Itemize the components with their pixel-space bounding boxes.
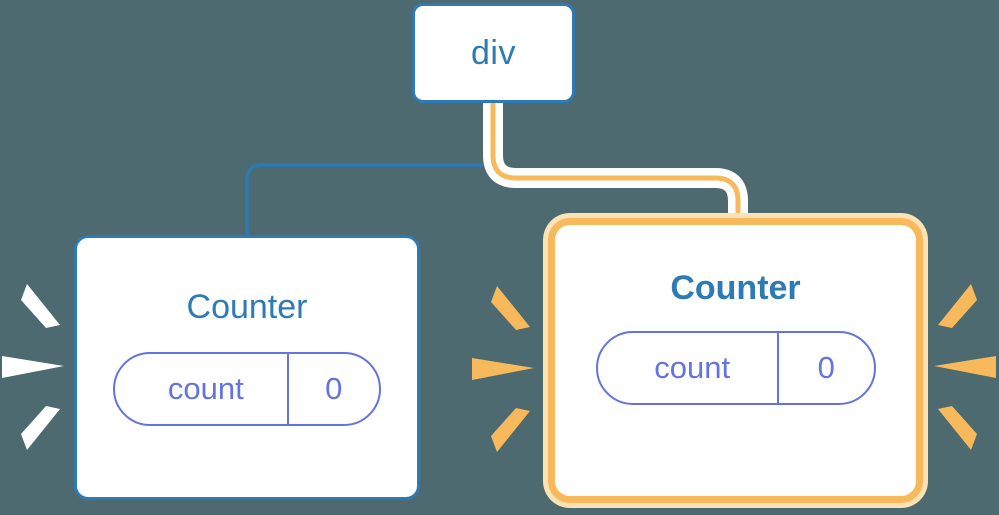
sparkle-ray-middle bbox=[934, 356, 996, 378]
sparkle-ray-middle bbox=[2, 356, 64, 378]
node-counter-left-title: Counter bbox=[186, 288, 308, 326]
state-value-right: 0 bbox=[776, 333, 874, 403]
node-div[interactable]: div bbox=[412, 3, 575, 103]
state-key-right: count bbox=[654, 350, 731, 385]
node-div-label: div bbox=[471, 34, 516, 72]
sparkle-ray-lower bbox=[938, 406, 977, 450]
connector-div-to-counter-right bbox=[490, 103, 741, 228]
state-pill-left: count 0 bbox=[113, 352, 381, 426]
sparkle-ray-lower bbox=[21, 406, 60, 450]
sparkle-ray-upper bbox=[491, 286, 530, 330]
sparkle-ray-lower bbox=[491, 408, 530, 452]
sparkle-ray-middle bbox=[472, 358, 534, 380]
sparkle-ray-upper bbox=[938, 284, 977, 328]
connector-div-to-counter-right-halo bbox=[483, 103, 748, 228]
burst-right-orange bbox=[932, 278, 996, 458]
sparkle-ray-upper bbox=[21, 284, 60, 328]
state-value-left: 0 bbox=[286, 354, 379, 424]
burst-left-white bbox=[2, 278, 66, 458]
state-key-left: count bbox=[167, 371, 244, 406]
connector-div-to-counter-left bbox=[245, 101, 495, 238]
burst-mid-orange bbox=[472, 280, 536, 460]
state-pill-right: count 0 bbox=[595, 331, 876, 405]
node-counter-right[interactable]: Counter count 0 bbox=[548, 218, 923, 503]
node-counter-left[interactable]: Counter count 0 bbox=[74, 235, 420, 500]
node-counter-right-title: Counter bbox=[670, 269, 801, 307]
